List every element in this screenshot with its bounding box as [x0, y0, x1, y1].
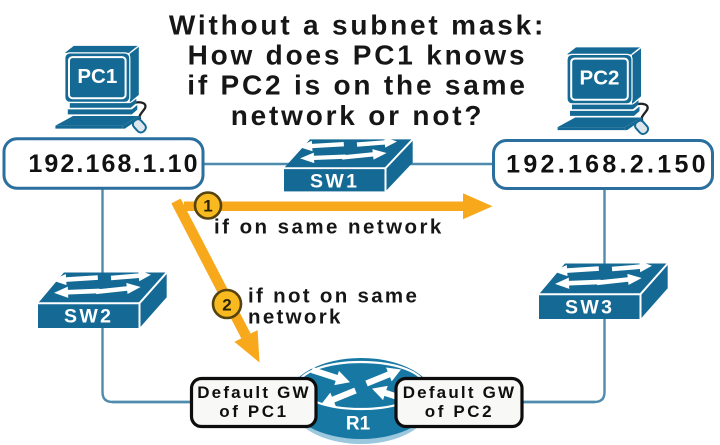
- svg-text:SW2: SW2: [64, 306, 113, 328]
- svg-text:2: 2: [222, 296, 231, 315]
- svg-text:R1: R1: [346, 414, 371, 435]
- svg-text:1: 1: [203, 197, 212, 216]
- svg-text:SW3: SW3: [565, 297, 614, 319]
- svg-text:SW1: SW1: [310, 171, 359, 193]
- svg-text:How does PC1 knows: How does PC1 knows: [188, 39, 528, 70]
- svg-text:if on same network: if on same network: [214, 216, 444, 239]
- svg-text:Default GW: Default GW: [403, 383, 517, 402]
- svg-text:192.168.1.10: 192.168.1.10: [28, 150, 199, 178]
- svg-text:of PC1: of PC1: [219, 402, 288, 421]
- svg-text:if PC2 is on the same: if PC2 is on the same: [187, 69, 527, 100]
- svg-text:of PC2: of PC2: [425, 402, 494, 421]
- svg-text:network: network: [248, 306, 343, 329]
- svg-text:Default GW: Default GW: [197, 383, 311, 402]
- svg-text:if not on same: if not on same: [248, 285, 419, 308]
- svg-text:network or not?: network or not?: [231, 100, 485, 131]
- svg-text:PC1: PC1: [77, 65, 117, 88]
- svg-text:PC2: PC2: [580, 66, 620, 89]
- svg-text:192.168.2.150: 192.168.2.150: [506, 151, 709, 179]
- svg-text:Without a subnet mask:: Without a subnet mask:: [169, 9, 546, 40]
